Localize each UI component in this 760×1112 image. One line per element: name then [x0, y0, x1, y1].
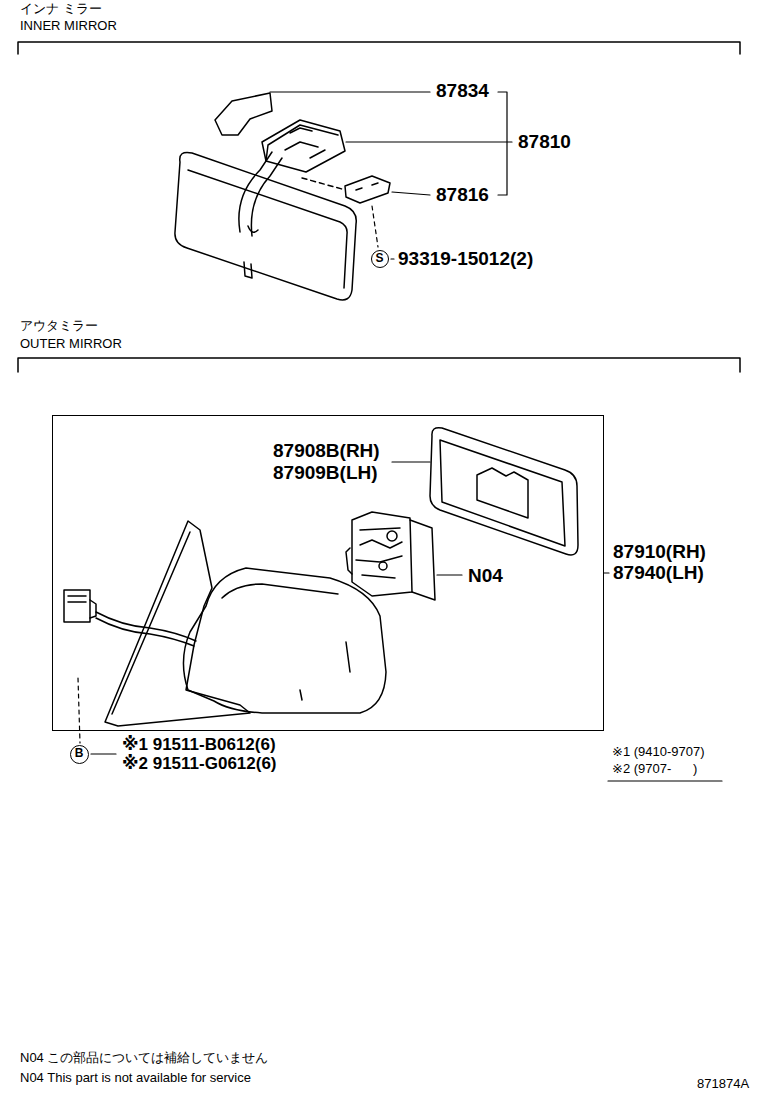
symbol-circle: B [70, 745, 89, 764]
figure-number: 871874A [697, 1077, 749, 1092]
part-number: ※2 91511-G0612(6) [122, 754, 277, 774]
leader-lines [270, 92, 512, 259]
part-number: ※1 91511-B0612(6) [122, 735, 276, 755]
inner-mirror-drawing [175, 93, 390, 300]
part-number: N04 [468, 565, 503, 587]
part-number: 87910(RH) [613, 541, 706, 563]
section-bracket [18, 358, 740, 372]
symbol-letter: B [75, 747, 84, 761]
date-note: ※2 (9707- ) [612, 762, 697, 777]
footnote: N04 この部品については補給していません [20, 1051, 268, 1066]
symbol-letter: S [375, 252, 383, 266]
part-number: 87940(LH) [613, 562, 704, 584]
leader-lines [78, 462, 722, 781]
outer-mirror-drawing [64, 428, 578, 726]
section-bracket [18, 42, 740, 54]
assembly-box: 87908B(RH)87909B(LH) N04 [52, 415, 604, 731]
footnote: N04 This part is not available for servi… [20, 1071, 251, 1086]
date-note: ※1 (9410-9707) [612, 745, 705, 760]
part-number: 87908B(RH) [273, 440, 380, 462]
part-number: 87810 [518, 131, 571, 153]
part-number: 87816 [436, 184, 489, 206]
part-number: 93319-15012(2) [398, 248, 533, 270]
part-number: 87834 [436, 80, 489, 102]
section-heading: INNER MIRROR [20, 19, 117, 34]
section-heading: OUTER MIRROR [20, 337, 122, 352]
symbol-circle: S [371, 250, 389, 268]
section-heading: アウタミラー [20, 319, 98, 334]
section-heading: インナ ミラー [20, 2, 102, 17]
part-number: 87909B(LH) [273, 462, 378, 484]
